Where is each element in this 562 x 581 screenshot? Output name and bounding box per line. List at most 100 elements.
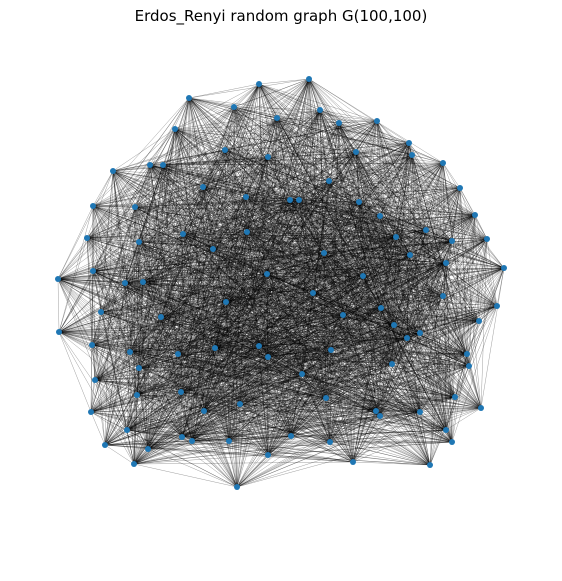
graph-edge [58, 311, 102, 333]
graph-edge [451, 305, 498, 443]
graph-node [494, 303, 500, 309]
graph-edge [86, 196, 247, 239]
graph-edge [233, 106, 321, 111]
graph-edge [442, 162, 488, 240]
graph-node [134, 392, 140, 398]
graph-edge [391, 267, 505, 365]
graph-edge [445, 396, 456, 431]
graph-edge [86, 206, 136, 239]
graph-edge [352, 254, 411, 463]
graph-edge [258, 83, 453, 242]
graph-edge [267, 454, 431, 466]
graph-edge [129, 351, 138, 396]
graph-edge [126, 429, 431, 466]
graph-edge [136, 394, 482, 409]
graph-edge [236, 454, 269, 488]
graph-node [321, 250, 327, 256]
graph-edge [138, 241, 149, 450]
graph-edge [212, 109, 321, 250]
graph-edge [142, 281, 205, 412]
graph-edge [138, 233, 184, 243]
graph-edge [138, 337, 408, 369]
graph-edge [419, 411, 431, 466]
graph-edge [267, 295, 444, 456]
graph-edge [323, 252, 505, 269]
graph-edge [429, 365, 470, 466]
graph-edge [142, 231, 248, 283]
graph-edge [191, 365, 470, 442]
graph-edge [133, 353, 179, 465]
graph-edge [86, 201, 360, 239]
graph-edge [126, 429, 135, 465]
graph-edge [177, 337, 408, 355]
graph-edge [191, 440, 269, 456]
graph-edge [181, 337, 408, 438]
graph-edge [138, 241, 377, 412]
graph-edge [180, 345, 260, 393]
graph-node [256, 81, 262, 87]
graph-edge [342, 262, 447, 316]
graph-edge [91, 344, 260, 347]
graph-edge [160, 316, 331, 443]
graph-edge [323, 252, 364, 277]
graph-edge [266, 238, 488, 275]
graph-edge [362, 275, 444, 297]
graph-edge [90, 411, 149, 450]
graph-edge [86, 214, 476, 239]
graph-edge [352, 365, 470, 463]
graph-edge [58, 331, 93, 346]
graph-edge [228, 429, 447, 442]
graph-edge [393, 238, 488, 326]
graph-edge [203, 275, 364, 412]
graph-edge [57, 170, 114, 280]
graph-edge [329, 441, 354, 463]
graph-edge [445, 407, 482, 431]
graph-edge [57, 278, 344, 316]
graph-edge [91, 196, 247, 346]
graph-edge [325, 397, 482, 409]
graph-edge [267, 307, 382, 358]
graph-node [323, 395, 329, 401]
graph-edge [138, 353, 468, 369]
graph-edge [92, 238, 488, 272]
graph-edge [90, 349, 332, 413]
graph-edge [94, 379, 138, 396]
graph-edge [419, 353, 468, 413]
graph-edge [330, 349, 431, 466]
graph-node [89, 342, 95, 348]
graph-edge [57, 164, 164, 280]
graph-edge [393, 229, 427, 326]
graph-edge [126, 429, 331, 443]
graph-edge [91, 344, 456, 398]
graph-edge [355, 151, 413, 156]
graph-edge [323, 214, 476, 254]
graph-edge [358, 201, 364, 277]
graph-edge [379, 295, 444, 417]
graph-edge [138, 367, 381, 417]
graph-edge [246, 199, 300, 233]
graph-edge [126, 396, 456, 431]
graph-edge [214, 305, 498, 349]
graph-edge [100, 273, 268, 313]
graph-node [274, 115, 280, 121]
graph-edge [409, 254, 505, 269]
graph-edge [276, 109, 321, 119]
graph-edge [58, 331, 92, 413]
graph-node [98, 309, 104, 315]
graph-edge [58, 282, 126, 333]
graph-node [440, 293, 446, 299]
graph-edge [266, 273, 364, 277]
graph-node [265, 154, 271, 160]
graph-edge [160, 316, 327, 399]
graph-edge [181, 410, 377, 438]
graph-edge [57, 278, 183, 438]
graph-edge [181, 396, 456, 438]
graph-edge [138, 345, 260, 369]
graph-edge [100, 301, 227, 313]
graph-edge [100, 311, 377, 412]
graph-edge [429, 214, 476, 466]
graph-edge [228, 440, 354, 463]
graph-edge [212, 201, 360, 250]
graph-edge [358, 162, 444, 203]
graph-edge [202, 186, 397, 238]
